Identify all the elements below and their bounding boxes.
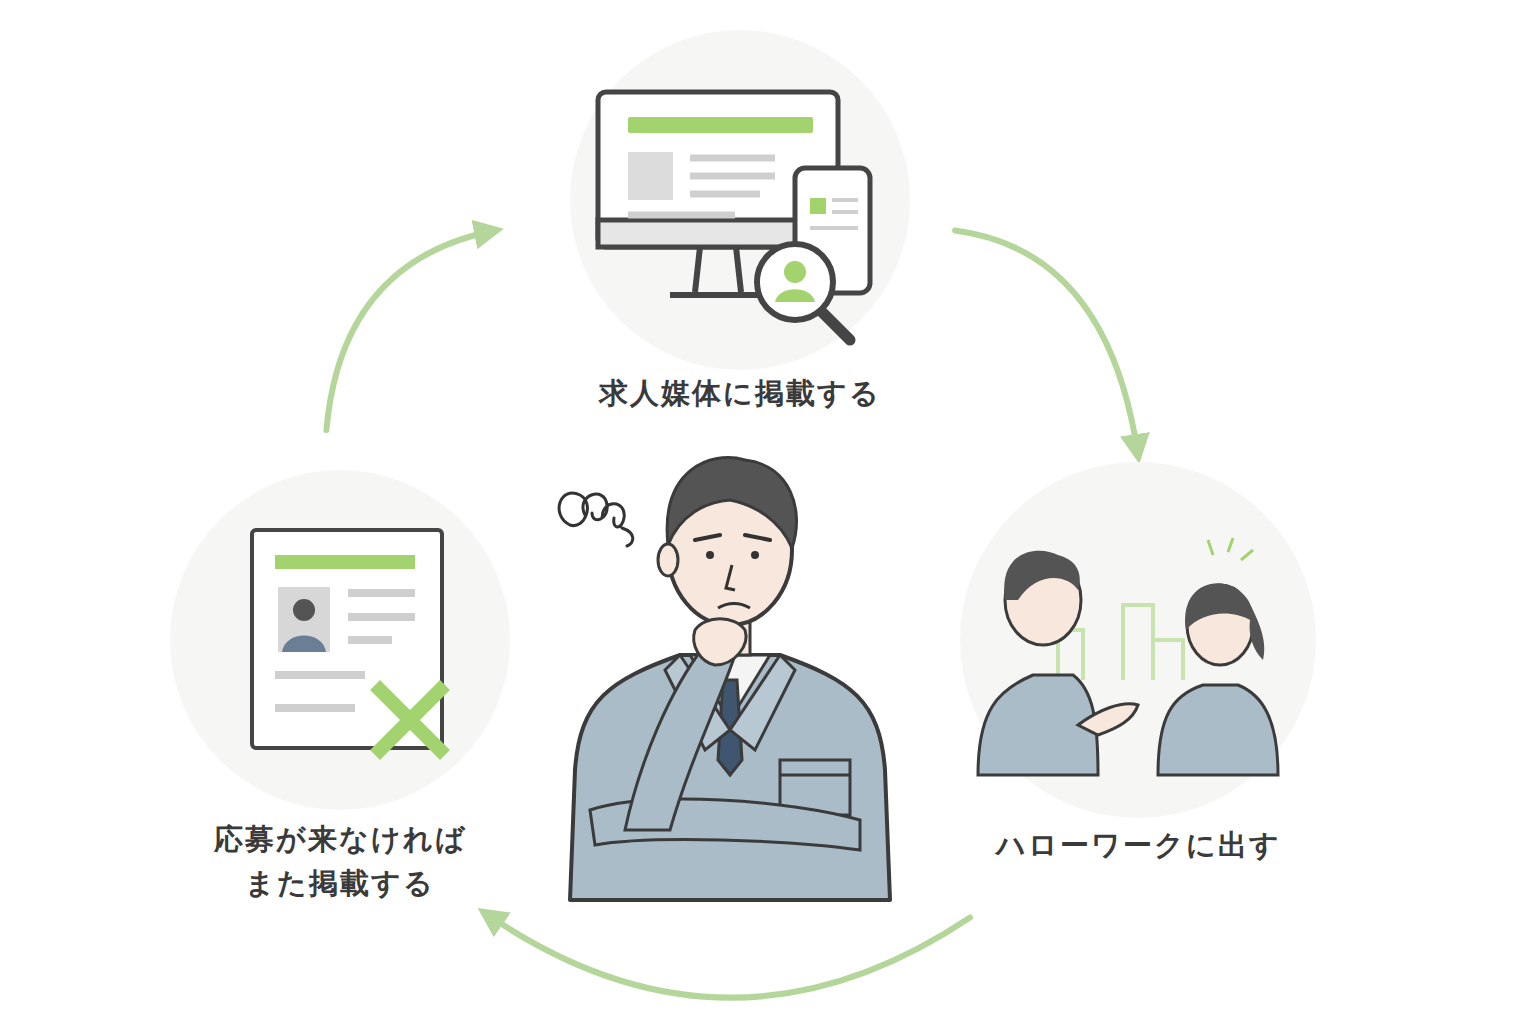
cycle-arrow [955, 230, 1138, 455]
step-illustration [560, 30, 920, 370]
cycle-arrow [326, 230, 495, 430]
step-illustration [958, 460, 1318, 820]
step-label: 求人媒体に掲載する [599, 372, 881, 416]
step-label: 応募が来なければ また掲載する [190, 818, 490, 905]
repost-step: 応募が来なければ また掲載する [170, 470, 510, 905]
worried-worker-illustration [530, 430, 930, 910]
hellowork-step: ハローワークに出す [958, 460, 1318, 868]
step-label: ハローワークに出す [996, 824, 1281, 868]
step-illustration [170, 470, 510, 810]
cycle-arrow [485, 913, 970, 998]
job-media-step: 求人媒体に掲載する [560, 30, 920, 416]
